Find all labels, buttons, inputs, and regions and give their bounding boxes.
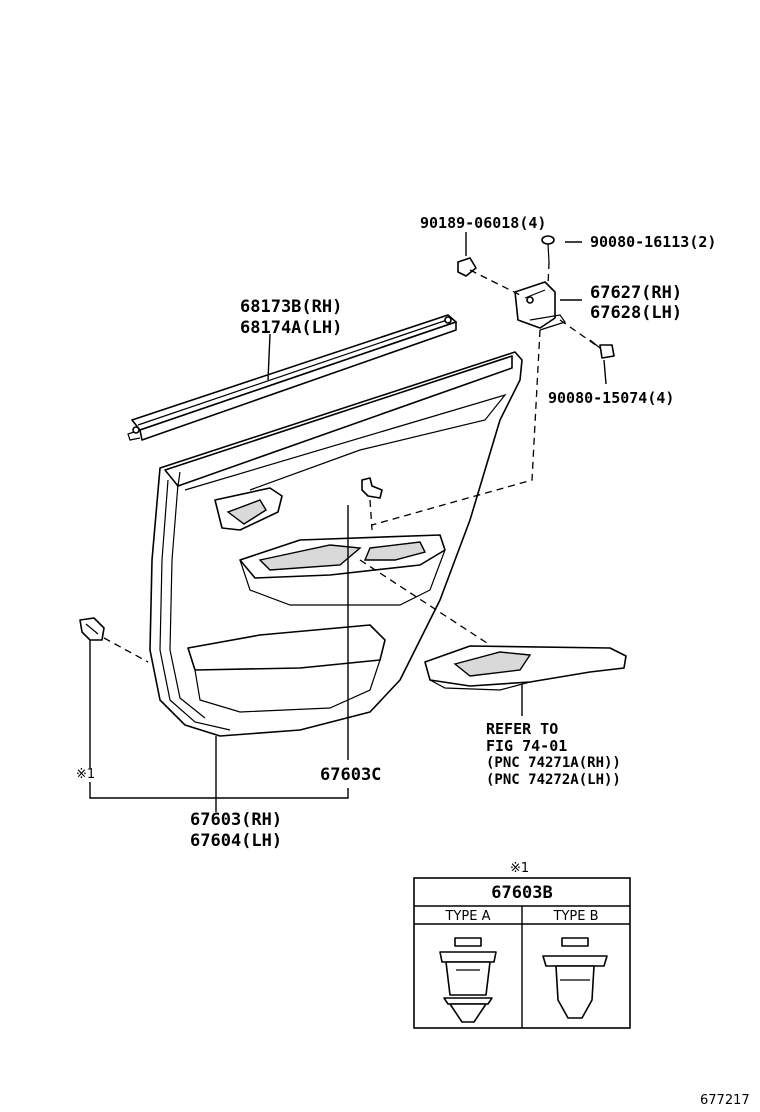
label-refer-line2: FIG 74-01: [486, 737, 567, 755]
label-screw-top: 90080-16113(2): [590, 233, 716, 251]
label-screw-side: 90080-15074(4): [548, 389, 674, 407]
armrest-bracket: [514, 281, 566, 331]
label-refer-line3: (PNC 74271A(RH)): [486, 755, 621, 771]
label-panel-lh: 67604(LH): [190, 831, 282, 851]
push-clip-left: [79, 617, 105, 641]
inset-type-a: TYPE A: [445, 909, 491, 924]
clip-type-a-drawing: [439, 937, 497, 1023]
label-weatherstrip-lh: 68174A(LH): [240, 318, 342, 338]
figure-id: 677217: [700, 1093, 750, 1108]
trim-clip-67603c: [361, 477, 383, 499]
label-bracket-lh: 67628(LH): [590, 303, 682, 323]
inset-type-b: TYPE B: [553, 909, 599, 924]
label-refer-line1: REFER TO: [486, 720, 558, 738]
label-weatherstrip-rh: 68173B(RH): [240, 297, 342, 317]
clip-type-inset: ※1 67603B TYPE A TYPE B: [413, 861, 631, 1029]
door-trim-panel: [149, 351, 523, 737]
screw-top: [541, 235, 555, 263]
label-bracket-rh: 67627(RH): [590, 283, 682, 303]
label-clip-nut: 90189-06018(4): [420, 214, 546, 232]
clip-nut: [457, 257, 477, 277]
label-clip-67603c: 67603C: [320, 765, 381, 785]
label-panel-rh: 67603(RH): [190, 810, 282, 830]
screw-side: [589, 339, 615, 359]
inset-note-mark: ※1: [510, 861, 529, 876]
label-refer-line4: (PNC 74272A(LH)): [486, 772, 621, 788]
cup-holder-part: [424, 645, 627, 691]
clip-type-b-drawing: [542, 937, 608, 1019]
inset-part-number: 67603B: [491, 883, 552, 903]
label-note-mark: ※1: [76, 767, 95, 782]
belt-weatherstrip: [127, 314, 457, 441]
